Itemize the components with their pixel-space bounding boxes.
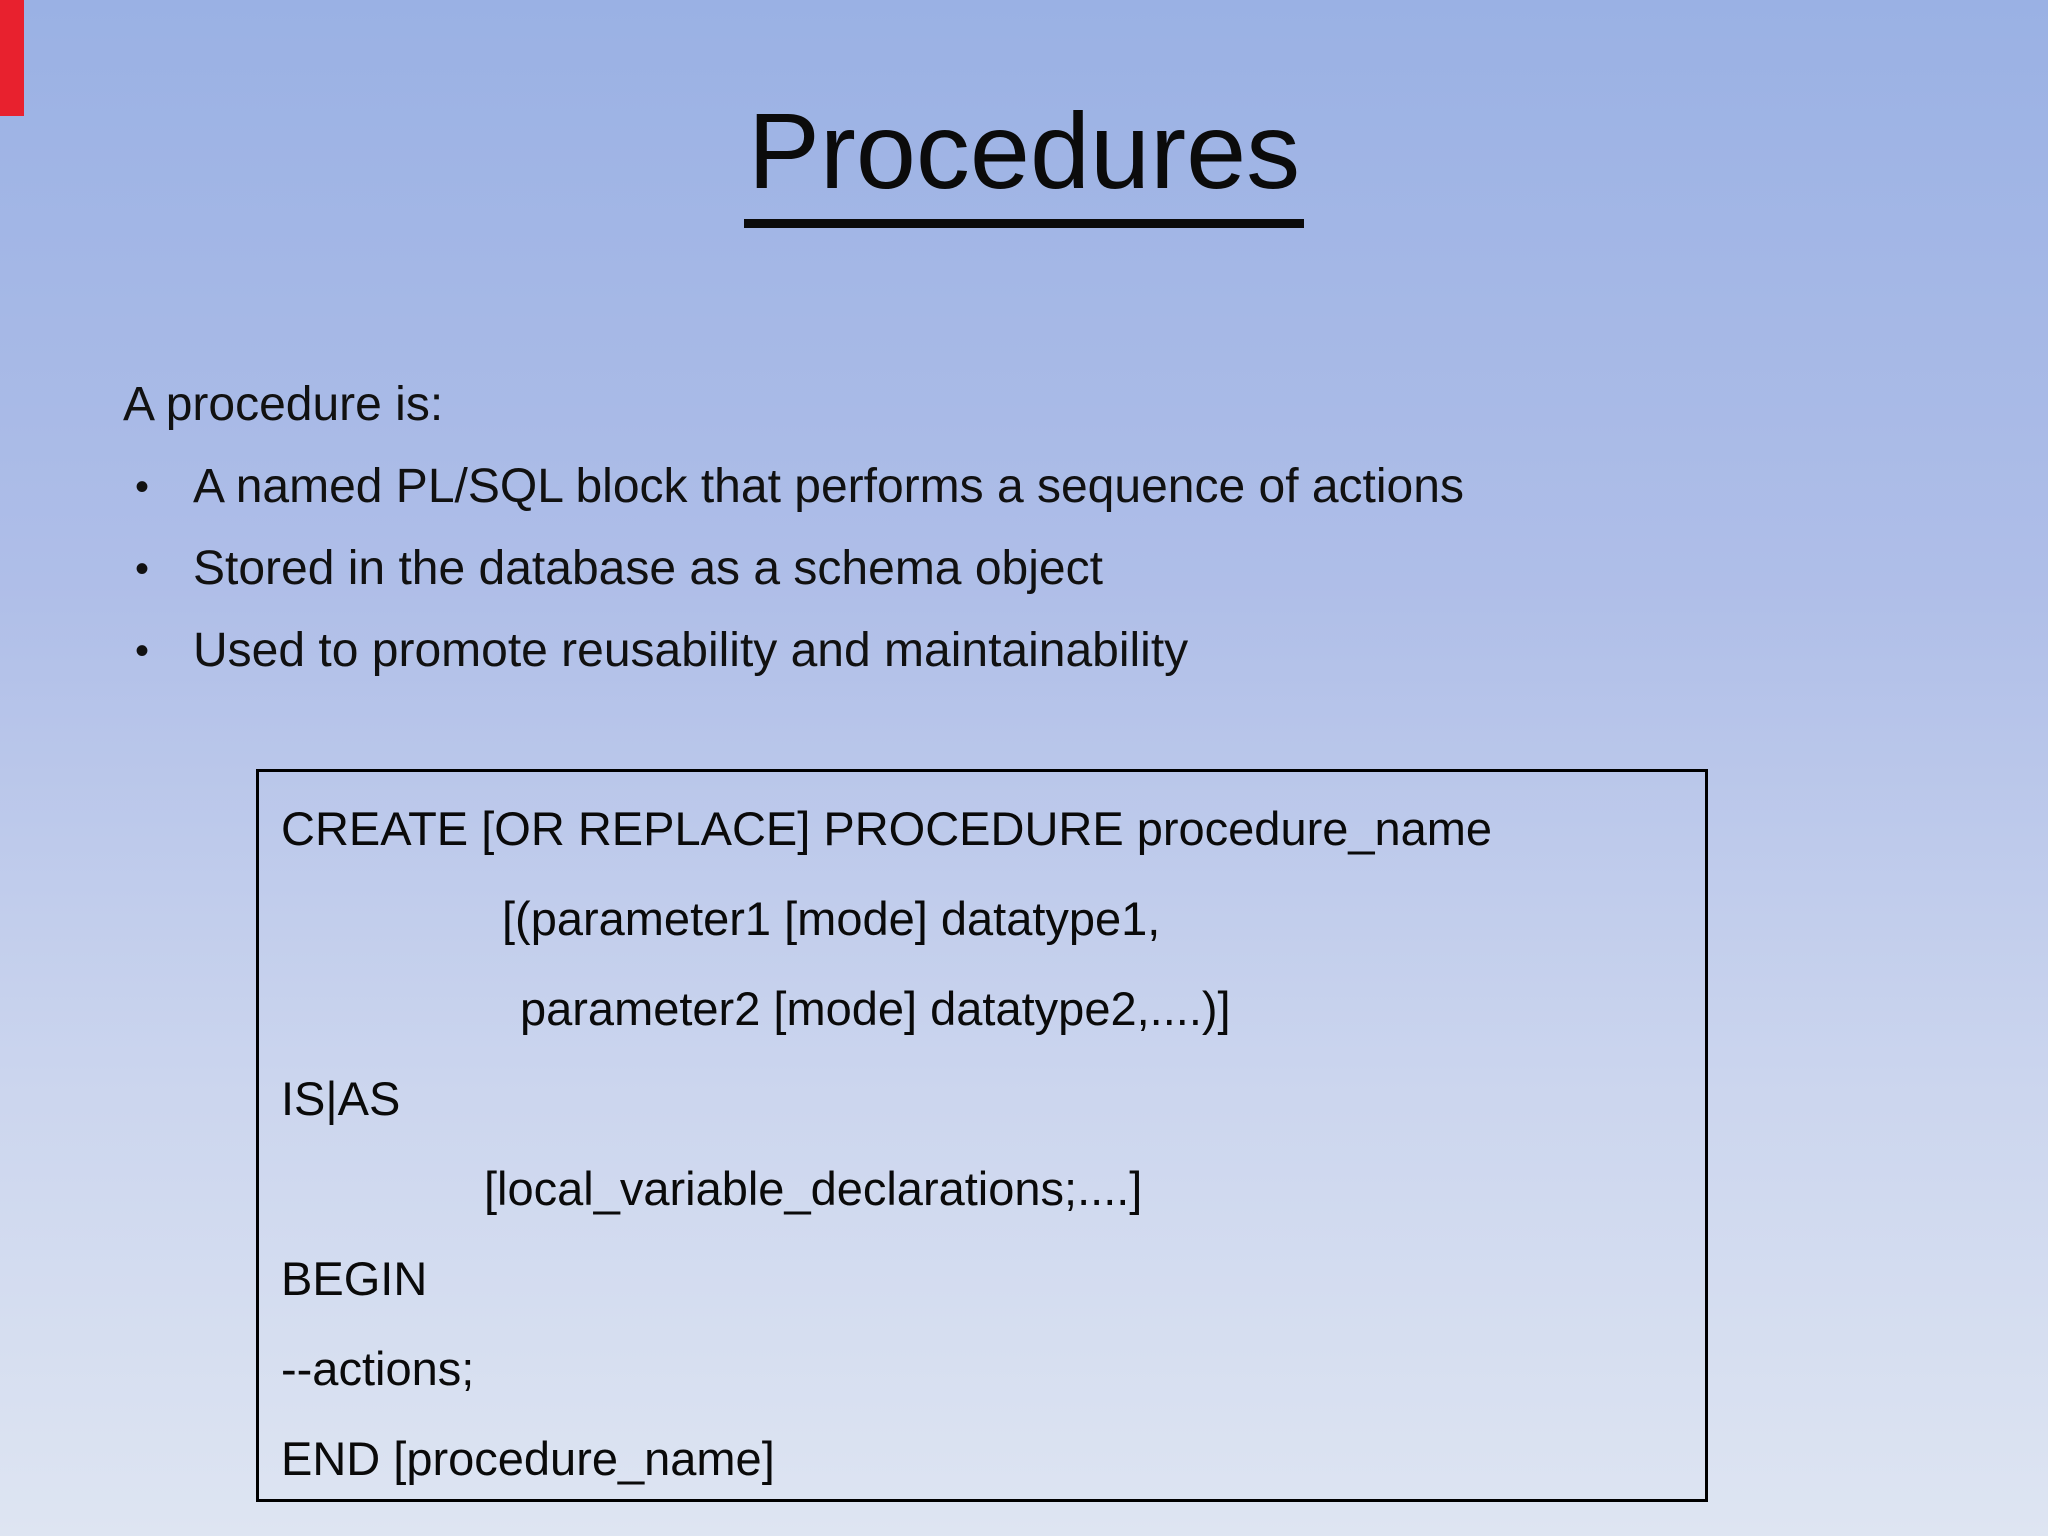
code-line: IS|AS bbox=[281, 1072, 401, 1125]
bullet-item: • A named PL/SQL block that performs a s… bbox=[123, 446, 1923, 528]
code-line: --actions; bbox=[281, 1342, 475, 1395]
code-line: [local_variable_declarations;....] bbox=[484, 1162, 1143, 1215]
bullet-text: Used to promote reusability and maintain… bbox=[193, 624, 1189, 677]
slide-title: Procedures bbox=[743, 91, 1305, 228]
bullet-item: • Used to promote reusability and mainta… bbox=[123, 610, 1923, 692]
code-line: END [procedure_name] bbox=[281, 1432, 775, 1485]
code-line: parameter2 [mode] datatype2,....)] bbox=[520, 982, 1231, 1035]
body-text-block: A procedure is: • A named PL/SQL block t… bbox=[123, 364, 1923, 692]
code-line: CREATE [OR REPLACE] PROCEDURE procedure_… bbox=[281, 802, 1493, 855]
title-container: Procedures bbox=[0, 91, 2048, 228]
red-corner-marker bbox=[0, 0, 24, 116]
bullet-icon: • bbox=[135, 547, 150, 591]
code-box: CREATE [OR REPLACE] PROCEDURE procedure_… bbox=[256, 769, 1708, 1502]
bullet-item: • Stored in the database as a schema obj… bbox=[123, 528, 1923, 610]
bullet-text: A named PL/SQL block that performs a seq… bbox=[193, 460, 1464, 513]
bullet-icon: • bbox=[135, 629, 150, 673]
bullet-text: Stored in the database as a schema objec… bbox=[193, 542, 1103, 595]
code-line: [(parameter1 [mode] datatype1, bbox=[502, 892, 1161, 945]
bullet-icon: • bbox=[135, 465, 150, 509]
code-line: BEGIN bbox=[281, 1252, 428, 1305]
intro-text: A procedure is: bbox=[123, 378, 444, 431]
